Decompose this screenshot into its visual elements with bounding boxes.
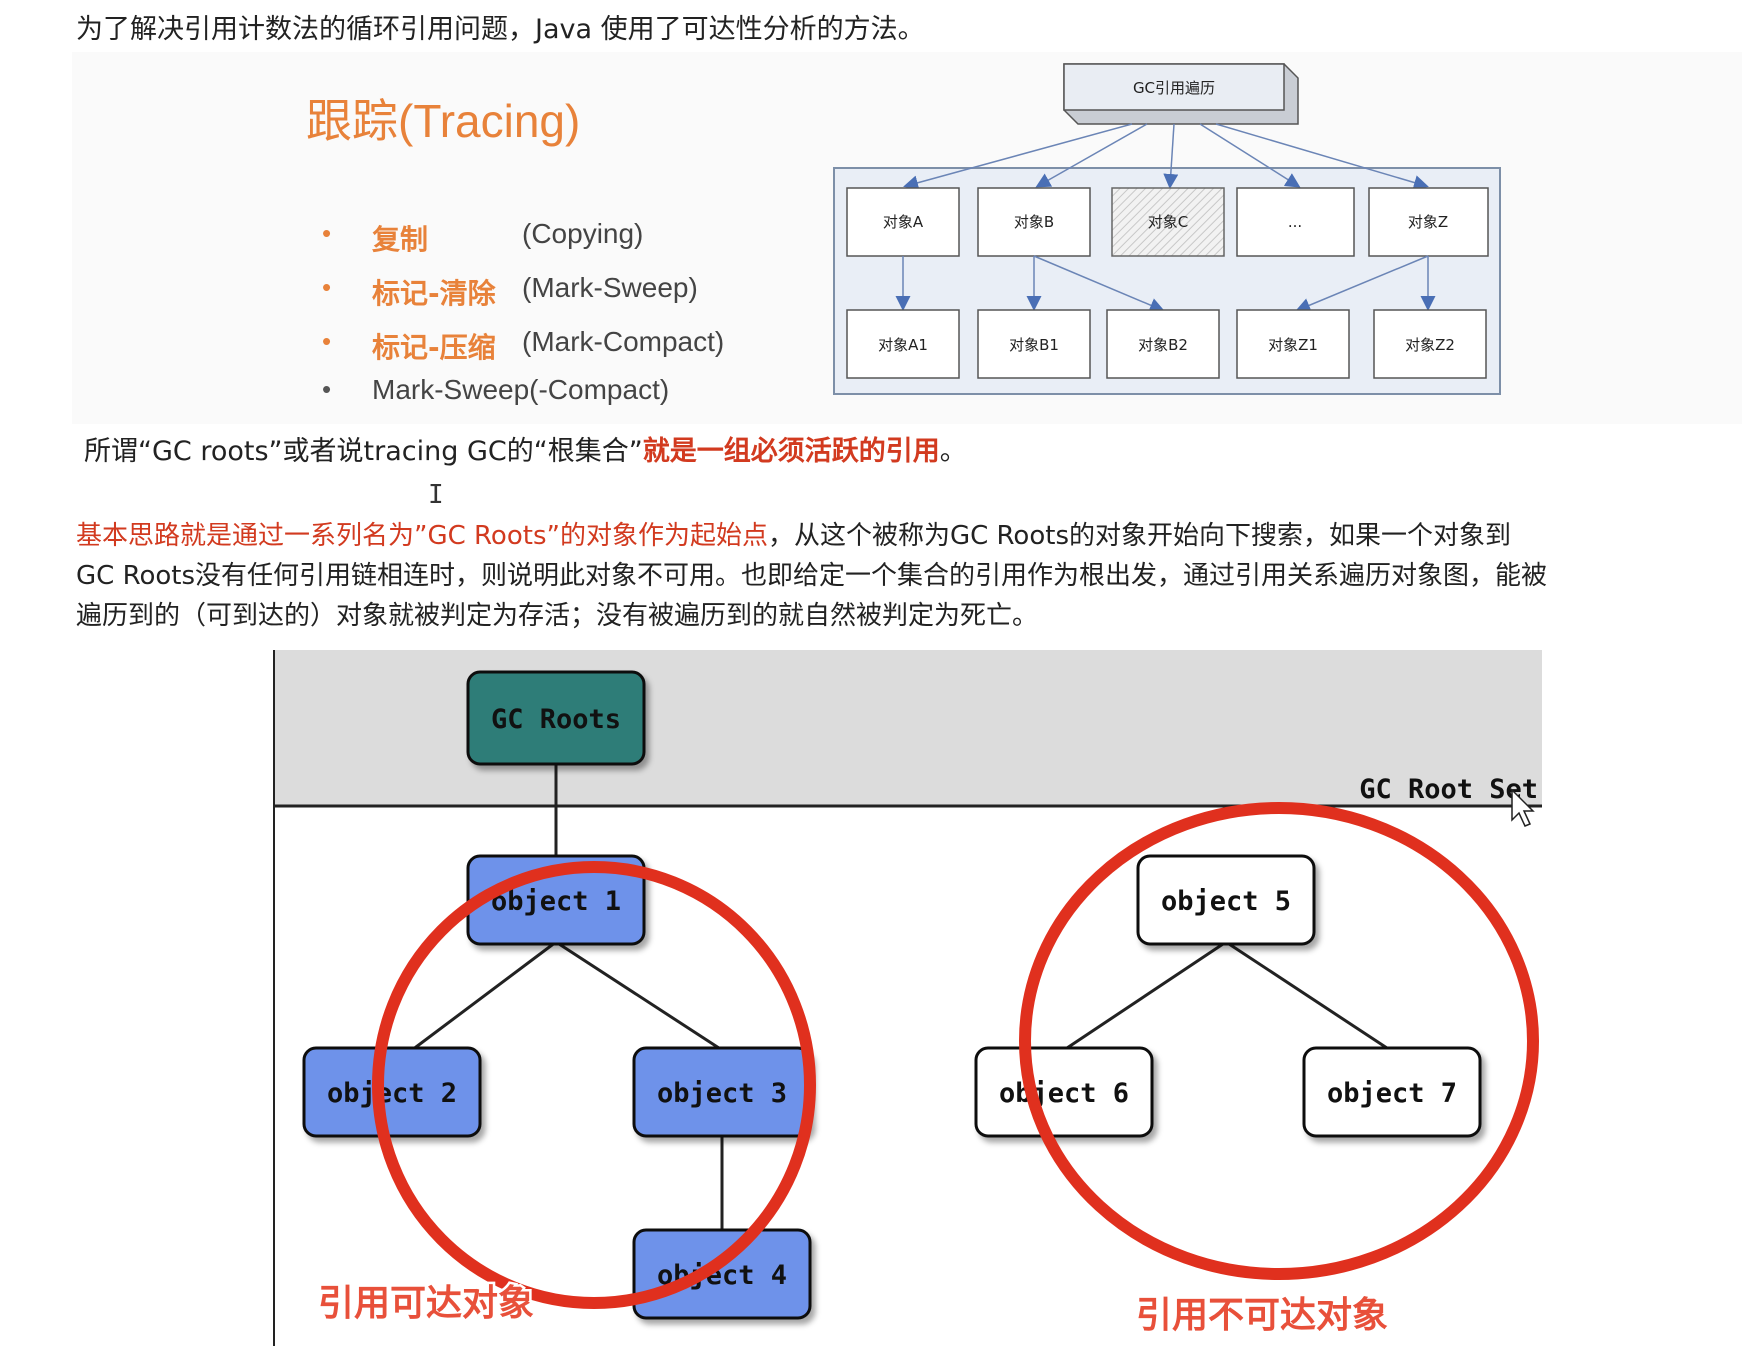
level2-node: 对象B1	[977, 309, 1091, 379]
paragraph-red-part: 基本思路就是通过一系列名为”GC Roots”的对象作为起始点	[76, 521, 768, 551]
mouse-pointer-icon	[1511, 788, 1535, 827]
gc-roots-suffix: 。	[939, 436, 967, 467]
root-set-label: GC Root Set	[1359, 774, 1538, 805]
root-label: GC引用遍历	[1133, 79, 1215, 97]
level2-node: 对象A1	[846, 309, 960, 379]
unreachable-caption: 引用不可达对象	[1136, 1295, 1388, 1336]
gc-traversal-svg: GC引用遍历 对象A 对象B 对象C ... 对象Z	[833, 63, 1501, 395]
svg-text:object 2: object 2	[327, 1078, 457, 1109]
bullet-dot-icon: •	[322, 272, 332, 302]
bullet-dot-icon: •	[322, 374, 332, 404]
svg-text:object 7: object 7	[1327, 1078, 1457, 1109]
level2-node: 对象Z1	[1236, 309, 1350, 379]
svg-text:对象Z: 对象Z	[1408, 213, 1448, 231]
svg-text:对象A1: 对象A1	[878, 336, 928, 354]
reachable-node: object 3	[632, 1046, 812, 1138]
svg-text:GC Roots: GC Roots	[491, 704, 621, 735]
gc-traversal-diagram: GC引用遍历 对象A 对象B 对象C ... 对象Z	[832, 60, 1504, 398]
reachable-node: object 2	[302, 1046, 482, 1138]
bullet-en-label: (Mark-Sweep)	[522, 272, 698, 303]
gc-roots-sentence: 所谓“GC roots”或者说tracing GC的“根集合”就是一组必须活跃的…	[84, 432, 967, 472]
unreachable-node: object 7	[1302, 1046, 1482, 1138]
unreachable-node: object 6	[974, 1046, 1154, 1138]
reachable-node: object 4	[632, 1228, 812, 1320]
svg-text:...: ...	[1288, 213, 1302, 231]
level1-node: 对象Z	[1368, 187, 1489, 257]
gc-roots-node: GC Roots	[466, 670, 646, 766]
gc-roots-svg: GC Root Set GC Roots object 1 object 2 o…	[270, 650, 1542, 1346]
svg-text:对象Z2: 对象Z2	[1405, 336, 1455, 354]
level2-node: 对象B2	[1106, 309, 1220, 379]
svg-text:对象A: 对象A	[883, 213, 924, 231]
level2-node: 对象Z2	[1373, 309, 1487, 379]
root-set-band	[274, 650, 1542, 806]
unreachable-circle	[1019, 802, 1539, 1280]
svg-text:object 1: object 1	[491, 886, 621, 917]
svg-text:object 6: object 6	[999, 1078, 1129, 1109]
bullet-cn-label: 标记-压缩	[372, 331, 496, 364]
level1-node: 对象B	[977, 187, 1091, 257]
paragraph-line-2: GC Roots没有任何引用链相连时，则说明此对象不可用。也即给定一个集合的引用…	[76, 561, 1548, 591]
svg-text:对象B2: 对象B2	[1138, 336, 1188, 354]
svg-text:对象Z1: 对象Z1	[1268, 336, 1318, 354]
svg-text:object 5: object 5	[1161, 886, 1291, 917]
unreachable-node: object 5	[1136, 854, 1316, 946]
bullet-cn-label: 标记-清除	[372, 277, 496, 310]
gc-roots-diagram: GC Root Set GC Roots object 1 object 2 o…	[270, 650, 1542, 1346]
slide-title: 跟踪(Tracing)	[306, 95, 581, 147]
text-cursor-icon: I	[428, 480, 444, 510]
paragraph-line1-rest: ，从这个被称为GC Roots的对象开始向下搜索，如果一个对象到	[767, 521, 1511, 551]
bullet-cn-label: 复制	[372, 223, 429, 256]
bullet-dot-icon: •	[322, 218, 332, 248]
gc-roots-prefix: 所谓“GC roots”或者说tracing GC的“根集合”	[84, 436, 643, 467]
gc-roots-emphasis: 就是一组必须活跃的引用	[642, 436, 940, 467]
svg-text:对象B: 对象B	[1014, 213, 1054, 231]
svg-text:对象B1: 对象B1	[1009, 336, 1059, 354]
intro-text: 为了解决引用计数法的循环引用问题，Java 使用了可达性分析的方法。	[76, 14, 925, 45]
bullet-dot-icon: •	[322, 326, 332, 356]
level1-node: ...	[1236, 187, 1355, 257]
bullet-en-label: (Mark-Compact)	[522, 326, 725, 357]
reachable-circle	[372, 861, 816, 1309]
bullet-en-label: Mark-Sweep(-Compact)	[372, 374, 670, 405]
bullet-en-label: (Copying)	[522, 218, 644, 249]
level1-node: 对象A	[846, 187, 960, 257]
paragraph-line-1: 基本思路就是通过一系列名为”GC Roots”的对象作为起始点，从这个被称为GC…	[76, 516, 1511, 556]
svg-text:object 3: object 3	[657, 1078, 787, 1109]
svg-text:对象C: 对象C	[1148, 213, 1188, 231]
paragraph-line-3: 遍历到的（可到达的）对象就被判定为存活；没有被遍历到的就自然被判定为死亡。	[76, 601, 1039, 631]
reachable-caption: 引用可达对象	[318, 1283, 534, 1324]
root-box	[1063, 63, 1285, 111]
level1-node-unreachable: 对象C	[1111, 187, 1225, 257]
